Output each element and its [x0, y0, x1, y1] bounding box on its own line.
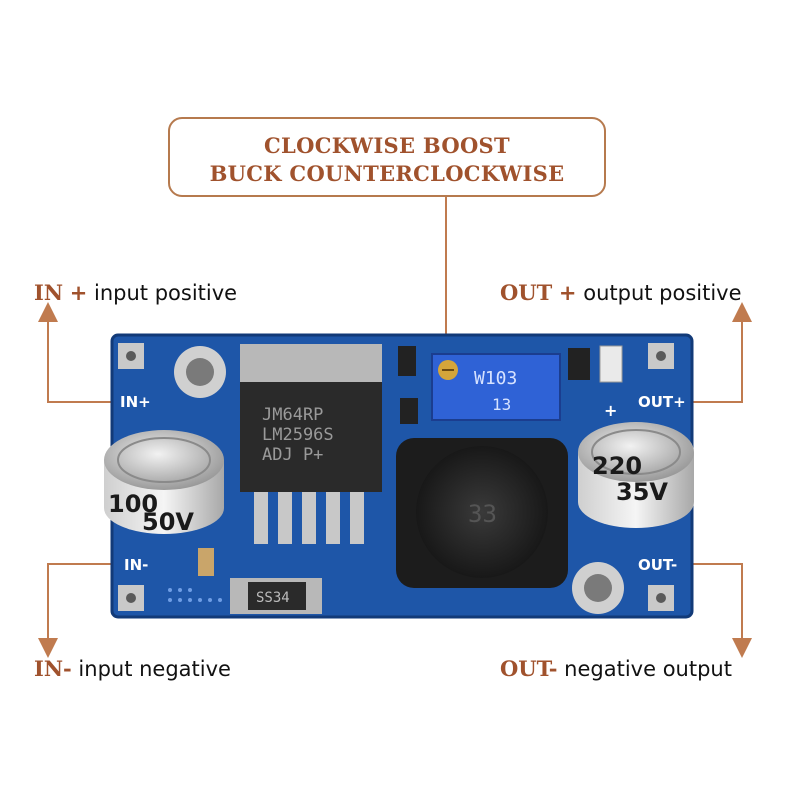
callout-line-2: BUCK COUNTERCLOCKWISE	[209, 161, 565, 186]
label-output-negative: OUT- negative output	[500, 656, 732, 681]
label-output-positive: OUT + output positive	[500, 280, 742, 305]
regulator-line-3: ADJ P+	[262, 445, 323, 465]
regulator-line-1: JM64RP	[262, 405, 323, 425]
pot-line-2: 13	[492, 395, 511, 414]
callout-line-1: CLOCKWISE BOOST	[264, 133, 510, 158]
silk-in-neg: IN-	[124, 556, 148, 574]
label-in-plus: +	[69, 281, 88, 305]
arrow-out-neg	[692, 563, 752, 658]
label-out-term: OUT	[500, 280, 553, 305]
smd-resistor	[400, 398, 418, 424]
label-in-term: IN	[34, 280, 64, 305]
label-out-plus: +	[558, 281, 577, 305]
smd-resistor	[398, 346, 416, 376]
smd-resistor	[568, 348, 590, 380]
output-capacitor: 220 35V	[578, 422, 694, 528]
inductor: 33	[396, 438, 568, 588]
regulator-ic: JM64RP LM2596S ADJ P+	[240, 344, 382, 544]
label-out-pos-desc: output positive	[583, 281, 742, 305]
label-input-negative: IN- input negative	[34, 656, 231, 681]
silk-in-pos: IN+	[120, 393, 151, 411]
input-capacitor: 100 50V	[104, 430, 224, 536]
schottky-diode: SS34	[230, 578, 322, 614]
silk-plus: +	[604, 401, 617, 420]
arrow-out-pos	[692, 302, 752, 403]
cap-in-voltage: 50V	[142, 508, 194, 536]
label-in-neg-desc: input negative	[78, 657, 231, 681]
inductor-mark: 33	[468, 500, 497, 528]
adjustment-callout: CLOCKWISE BOOST BUCK COUNTERCLOCKWISE	[168, 117, 606, 197]
vias	[168, 588, 222, 602]
silk-out-neg: OUT-	[638, 556, 677, 574]
cap-out-value: 220	[592, 452, 642, 480]
arrow-in-pos	[38, 302, 112, 403]
label-out-neg-desc: negative output	[564, 657, 732, 681]
smd-capacitor	[198, 548, 214, 576]
cap-in-value: 100	[108, 490, 158, 518]
label-in-neg-term: IN-	[34, 656, 72, 681]
potentiometer: W103 13	[431, 353, 561, 421]
label-in-pos-desc: input positive	[94, 281, 238, 305]
label-out-neg-term: OUT-	[500, 656, 558, 681]
regulator-line-2: LM2596S	[262, 425, 334, 445]
mounting-pads	[118, 343, 674, 611]
arrow-lines	[38, 197, 752, 658]
cap-out-voltage: 35V	[616, 478, 668, 506]
diode-mark: SS34	[256, 590, 290, 606]
silk-out-pos: OUT+	[638, 393, 686, 411]
pot-line-1: W103	[474, 368, 517, 389]
label-input-positive: IN + input positive	[34, 280, 237, 305]
arrow-in-neg	[38, 563, 112, 658]
smd-led	[599, 345, 623, 383]
